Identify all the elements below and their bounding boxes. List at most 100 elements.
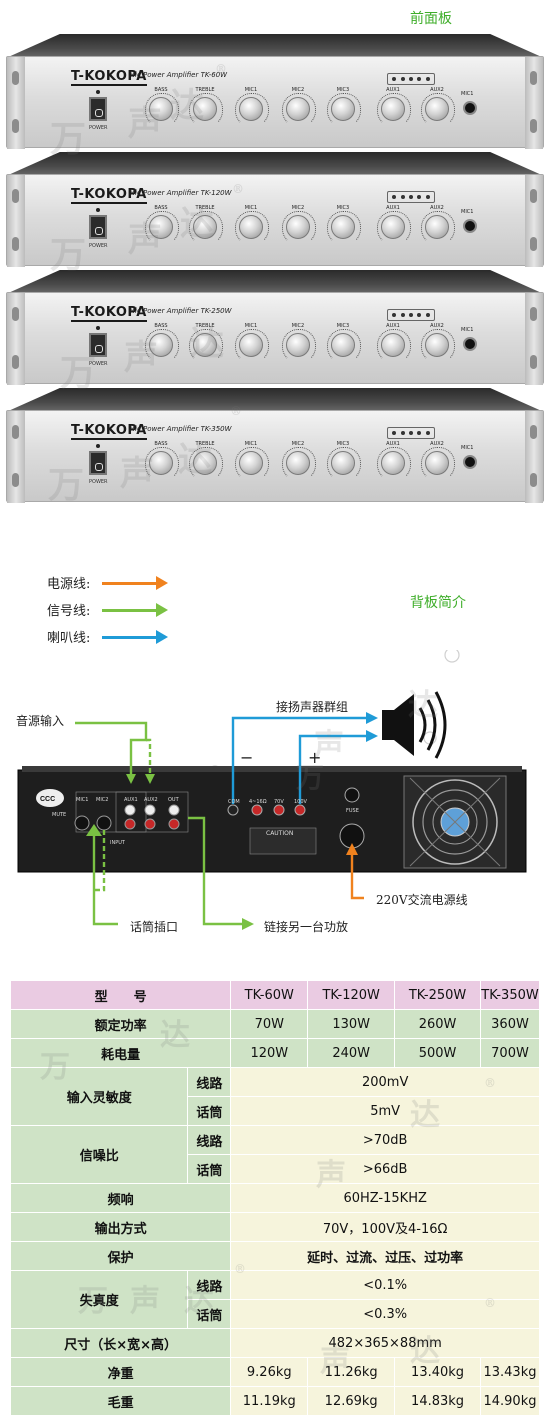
power-led [96,444,100,448]
net-weight-label: 净重 [9,1357,232,1387]
knob-mic1[interactable] [235,447,269,481]
knob-treble[interactable] [189,329,223,363]
gross-weight-label: 毛重 [9,1386,232,1416]
model-label: Mic Power Amplifier TK-120W [129,189,232,197]
rated-power-label: 额定功率 [9,1009,232,1039]
knob-label: MIC1 [244,441,258,447]
rack-ear-right [525,57,543,149]
table-row: 频响 60HZ-15KHZ [9,1183,540,1213]
rack-ear-left [7,57,25,149]
mic-jack[interactable] [463,219,477,233]
jack-label: MIC1 [461,209,474,215]
power-led [96,208,100,212]
table-row: 净重 9.26kg 11.26kg 13.40kg 13.43kg [9,1357,541,1387]
knob-aux1[interactable] [377,211,411,245]
knob-mic3[interactable] [327,211,361,245]
link-amp-label: 链接另一台功放 [264,920,349,934]
freq-label: 频响 [9,1183,232,1213]
knob-mic2[interactable] [282,211,316,245]
table-row: 耗电量 120W 240W 500W 700W [9,1038,541,1068]
knob-bass[interactable] [145,447,179,481]
knob-mic1[interactable] [235,329,269,363]
knob-bass[interactable] [145,93,179,127]
knob-mic3[interactable] [327,447,361,481]
table-cell: 13.40kg [394,1357,481,1387]
table-cell: 9.26kg [230,1357,309,1387]
mic-jack[interactable] [463,337,477,351]
knob-treble[interactable] [189,447,223,481]
v70-label: 70V [274,799,284,805]
knob-aux1[interactable] [377,329,411,363]
knob-treble[interactable] [189,211,223,245]
power-switch[interactable] [89,333,107,357]
knob-mic2[interactable] [282,447,316,481]
knob-mic2[interactable] [282,93,316,127]
sensitivity-mic-value: 5mV [230,1096,540,1126]
knob-aux1[interactable] [377,447,411,481]
knob-label: AUX1 [386,87,400,93]
knob-label: AUX2 [430,205,444,211]
jack-label: MIC1 [461,327,474,333]
knob-bass[interactable] [145,329,179,363]
aux2-label: AUX2 [144,797,158,803]
snr-mic-label: 话筒 [187,1154,232,1184]
snr-line-value: >70dB [230,1125,540,1155]
front-panel-heading: 前面板 [410,11,452,27]
distortion-line-label: 线路 [187,1270,232,1300]
knob-label: MIC3 [336,441,350,447]
knob-label: TREBLE [195,323,215,329]
mic1-label: MIC1 [76,797,89,803]
knob-mic1[interactable] [235,211,269,245]
power-line-arrow [102,576,168,590]
mute-label: MUTE [52,812,67,818]
input-label: INPUT [110,840,125,846]
knob-label: MIC1 [244,323,258,329]
knob-aux2[interactable] [421,329,455,363]
mic-jack[interactable] [463,101,477,115]
jack-label: MIC1 [461,91,474,97]
legend-speaker-label: 喇叭线: [47,631,91,646]
power-led [96,90,100,94]
power-switch[interactable] [89,97,107,121]
legend-signal-label: 信号线: [47,604,91,619]
size-label: 尺寸（长×宽×高） [9,1328,232,1358]
speaker-line-arrow [102,630,168,644]
out-label: OUT [168,797,179,803]
snr-label: 信噪比 [9,1125,189,1184]
table-row: 毛重 11.19kg 12.69kg 14.83kg 14.90kg [9,1386,541,1416]
speaker-icon [382,691,447,759]
sensitivity-line-value: 200mV [230,1067,540,1097]
power-switch[interactable] [89,215,107,239]
knob-aux2[interactable] [421,93,455,127]
ac-power-label: 220V交流电源线 [376,893,468,907]
knob-mic3[interactable] [327,93,361,127]
knob-aux2[interactable] [421,447,455,481]
knob-treble[interactable] [189,93,223,127]
table-cell: 14.83kg [394,1386,481,1416]
table-cell: 260W [394,1009,481,1039]
speaker-group-label: 接扬声器群组 [276,700,349,714]
table-cell: 14.90kg [479,1386,541,1416]
knob-bass[interactable] [145,211,179,245]
knob-label: AUX2 [430,441,444,447]
knob-mic3[interactable] [327,329,361,363]
brand-logo: T-KOKOPA [71,305,147,322]
knob-label: AUX2 [430,87,444,93]
knob-aux2[interactable] [421,211,455,245]
table-row: 额定功率 70W 130W 260W 360W [9,1009,541,1039]
svg-text:CCC: CCC [40,796,55,803]
knob-mic2[interactable] [282,329,316,363]
model-col-4: TK-350W [479,980,541,1010]
model-label: Mic Power Amplifier TK-350W [129,425,232,433]
power-switch[interactable] [89,451,107,475]
snr-mic-value: >66dB [230,1154,540,1184]
knob-aux1[interactable] [377,93,411,127]
knob-label: MIC2 [291,441,305,447]
knob-label: MIC3 [336,205,350,211]
knob-mic1[interactable] [235,93,269,127]
mic-jack[interactable] [463,455,477,469]
